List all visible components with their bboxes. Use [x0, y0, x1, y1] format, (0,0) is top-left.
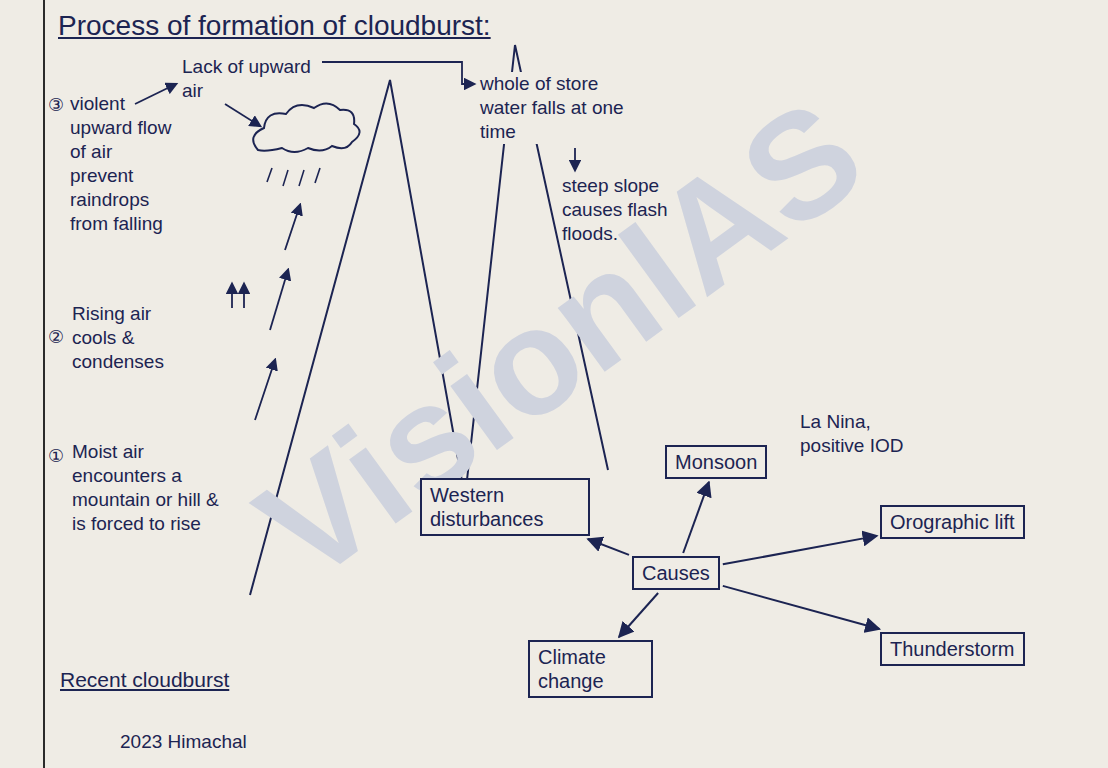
- rain-streak: [283, 170, 288, 186]
- cause-box: Causes: [632, 556, 720, 590]
- callout-number: ②: [48, 325, 64, 349]
- leader-arrow: [135, 84, 176, 104]
- example-note: 2023 Himachal: [120, 730, 247, 754]
- rain-streak: [267, 168, 272, 182]
- box-label: Causes: [642, 561, 710, 585]
- box-label: Climate change: [538, 645, 643, 693]
- margin-line: [43, 0, 45, 768]
- up-arrow: [243, 284, 245, 308]
- box-label: Thunderstorm: [890, 637, 1015, 661]
- rain-streak: [315, 168, 320, 183]
- up-arrow: [231, 284, 233, 308]
- side-note: La Nina, positive IOD: [800, 410, 915, 458]
- process-note: Rising air cools & condenses: [72, 302, 172, 374]
- cloud: [253, 103, 359, 152]
- box-label: Western disturbances: [430, 483, 580, 531]
- leader-arrow: [574, 148, 576, 170]
- air-arrow: [255, 360, 275, 420]
- cause-box: Monsoon: [665, 445, 767, 479]
- leader-arrow: [225, 104, 260, 126]
- cause-arrow: [683, 482, 709, 553]
- process-note: whole of store water falls at one time: [478, 72, 652, 144]
- raindrops: [267, 168, 320, 186]
- cause-box: Western disturbances: [420, 478, 590, 536]
- cause-arrow: [723, 536, 877, 564]
- cause-arrow: [588, 539, 629, 555]
- cause-box: Orographic lift: [880, 505, 1025, 539]
- cause-arrow: [619, 593, 658, 637]
- process-note: Lack of upward air: [182, 55, 322, 103]
- cause-box: Thunderstorm: [880, 632, 1025, 666]
- cause-arrow: [723, 586, 880, 629]
- process-note: steep slope causes flash floods.: [562, 174, 677, 246]
- callout-number: ①: [48, 444, 64, 468]
- callout-number: ③: [48, 93, 64, 117]
- air-arrow: [285, 205, 300, 250]
- rain-streak: [299, 170, 304, 186]
- section-heading: Recent cloudburst: [60, 668, 229, 692]
- air-arrow: [270, 270, 288, 330]
- box-label: Orographic lift: [890, 510, 1015, 534]
- box-label: Monsoon: [675, 450, 757, 474]
- process-note: Moist air encounters a mountain or hill …: [72, 440, 232, 536]
- page-title: Process of formation of cloudburst:: [58, 10, 491, 42]
- process-note: violent upward flow of air prevent raind…: [70, 92, 180, 236]
- leader-arrow: [322, 62, 474, 84]
- cause-box: Climate change: [528, 640, 653, 698]
